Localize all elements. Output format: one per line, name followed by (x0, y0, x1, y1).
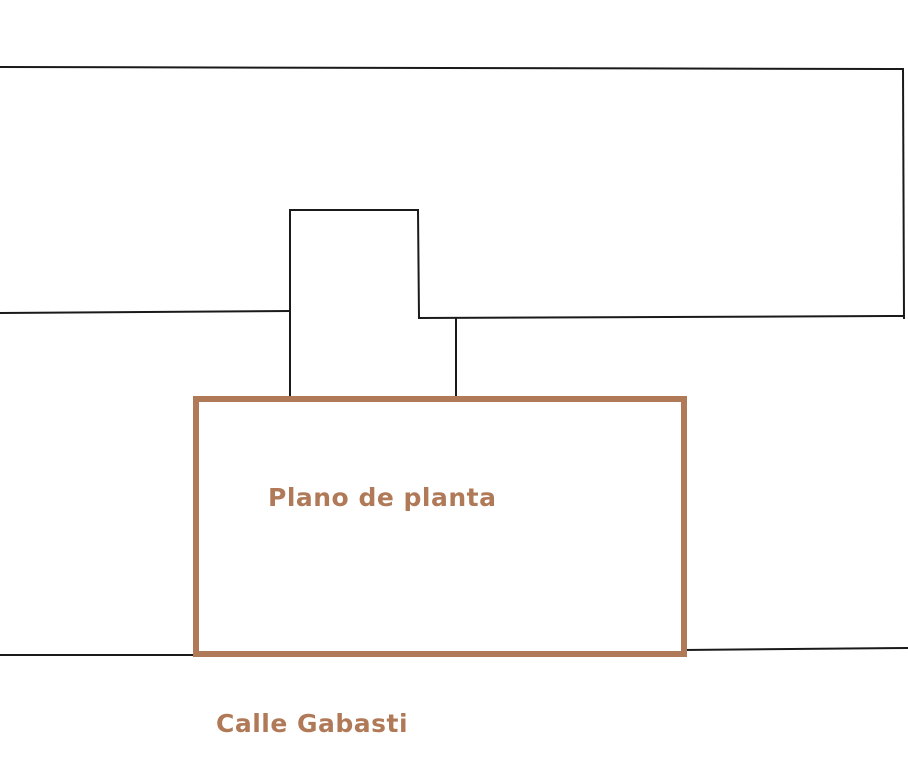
left-wing-top-line (0, 309, 292, 315)
highlighted-plan-area (193, 396, 687, 657)
top-wall-line (0, 65, 905, 71)
right-wing-top-line (417, 314, 906, 320)
street-name-label: Calle Gabasti (216, 709, 409, 738)
street-line-right (682, 646, 908, 652)
tower-right-wall (416, 208, 421, 320)
building-outline (0, 65, 908, 656)
right-wall-line (901, 67, 906, 320)
plan-title-label: Plano de planta (268, 483, 497, 512)
